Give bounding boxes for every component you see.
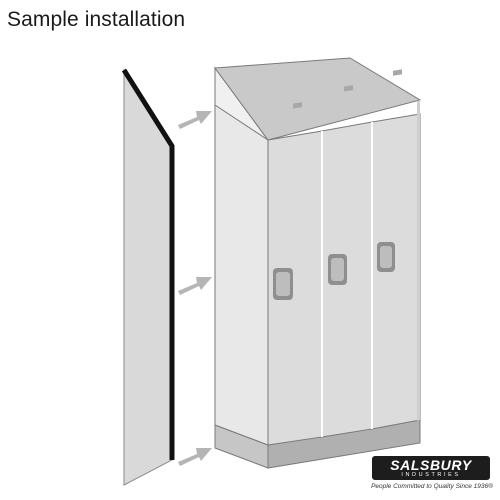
page-caption: Sample installation [7, 8, 186, 31]
logo-name: SALSBURY [390, 457, 472, 473]
door-vent [344, 85, 353, 92]
locker-unit [214, 57, 422, 469]
salsbury-logo: SALSBURY INDUSTRIES People Committed to … [370, 455, 494, 495]
arrow-right-icon [178, 111, 212, 129]
door-vent [293, 102, 302, 109]
arrow-right-icon [178, 448, 212, 466]
door-handle-inner [331, 258, 344, 281]
arrow-icon-group [178, 111, 212, 466]
side-panel-edge [121, 68, 175, 460]
door-handle-inner [276, 272, 290, 296]
locker-front-edge [417, 100, 420, 421]
side-panel [121, 68, 175, 486]
door-handle-inner [380, 246, 392, 268]
logo-subtitle: INDUSTRIES [401, 472, 461, 478]
logo-tagline: People Committed to Quality Since 1936® [371, 483, 493, 490]
arrow-right-icon [178, 277, 212, 295]
logo-badge: SALSBURY INDUSTRIES [372, 456, 490, 480]
door-vent [393, 69, 402, 76]
